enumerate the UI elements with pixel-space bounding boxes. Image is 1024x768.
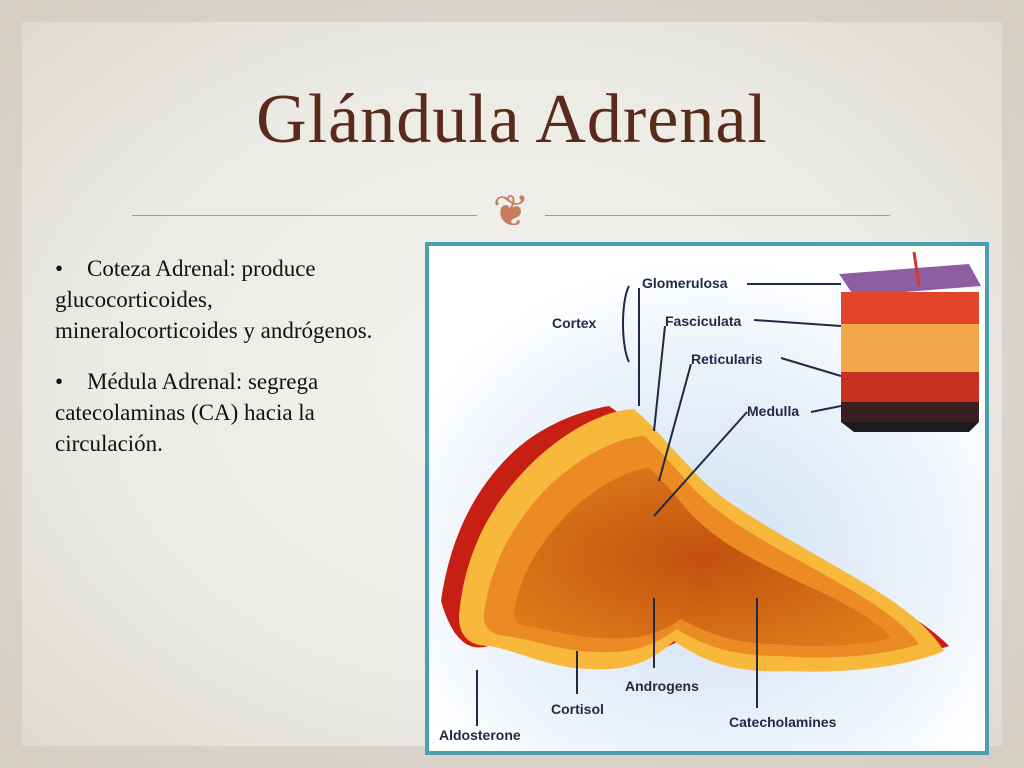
- adrenal-gland-diagram: Cortex Glomerulosa Fasciculata Reticular…: [425, 242, 989, 755]
- label-reticularis: Reticularis: [691, 351, 763, 367]
- slide-title: Glándula Adrenal: [0, 80, 1024, 160]
- label-cortisol: Cortisol: [551, 701, 604, 717]
- label-catecholamines: Catecholamines: [729, 714, 837, 730]
- scroll-ornament-icon: ❦: [478, 188, 544, 236]
- label-fasciculata: Fasciculata: [665, 313, 741, 329]
- label-glomerulosa: Glomerulosa: [642, 275, 728, 291]
- bullet-item-medulla: •Médula Adrenal: segrega catecolaminas (…: [55, 366, 395, 459]
- label-aldosterone: Aldosterone: [439, 727, 521, 743]
- label-medulla: Medulla: [747, 403, 799, 419]
- adrenal-illustration: Cortex Glomerulosa Fasciculata Reticular…: [429, 246, 985, 751]
- label-androgens: Androgens: [625, 678, 699, 694]
- bullet-marker: •: [55, 366, 87, 397]
- cortex-cross-section-block: [839, 252, 981, 432]
- bullet-list: •Coteza Adrenal: produce glucocorticoide…: [55, 253, 395, 479]
- title-rule-right: [545, 215, 890, 216]
- bullet-item-cortex: •Coteza Adrenal: produce glucocorticoide…: [55, 253, 395, 346]
- bullet-text: Médula Adrenal: segrega catecolaminas (C…: [55, 369, 318, 456]
- label-cortex: Cortex: [552, 315, 597, 331]
- bullet-text: Coteza Adrenal: produce glucocorticoides…: [55, 256, 372, 343]
- bullet-marker: •: [55, 253, 87, 284]
- title-rule-left: [132, 215, 477, 216]
